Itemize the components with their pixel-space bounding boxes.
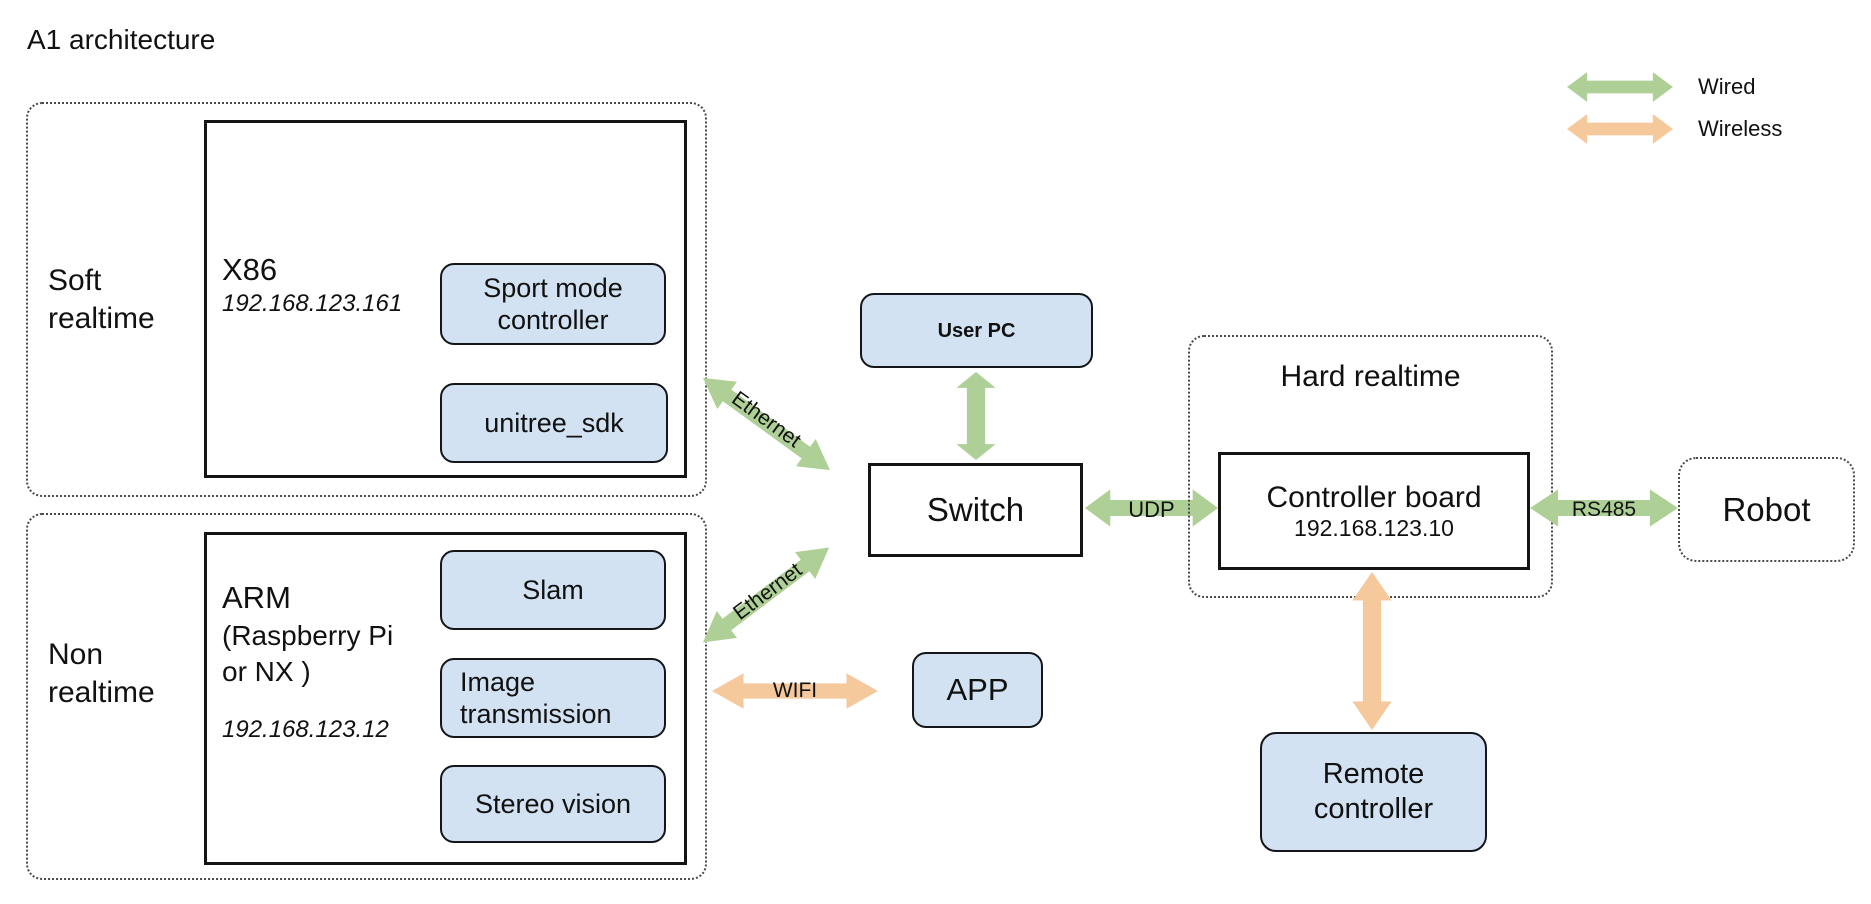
ethernet-top-arrow-icon	[692, 363, 840, 484]
udp-label: UDP	[1128, 497, 1175, 522]
legend-wired-arrow-icon	[1567, 71, 1673, 103]
controller-board-node: Controller board 192.168.123.10	[1218, 452, 1530, 570]
page-title: A1 architecture	[27, 24, 216, 55]
robot-node: Robot	[1678, 457, 1855, 562]
arm-detail-line2: or NX )	[222, 656, 311, 687]
ethernet-bottom-arrow-icon	[692, 533, 840, 657]
udp-arrow-icon	[1085, 488, 1218, 528]
user-pc-switch-arrow-icon	[955, 372, 997, 460]
module-slam: Slam	[440, 550, 666, 630]
non-realtime-label: Non realtime	[48, 638, 155, 709]
legend-wireless-arrow-icon	[1567, 113, 1673, 145]
ethernet-bottom-label: Ethernet	[729, 558, 807, 625]
arm-ip: 192.168.123.12	[222, 716, 389, 743]
module-stereo-vision: Stereo vision	[440, 765, 666, 843]
controller-board-ip: 192.168.123.10	[1294, 514, 1454, 541]
remote-controller-node: Remote controller	[1260, 732, 1487, 852]
rs485-label: RS485	[1571, 498, 1637, 521]
soft-realtime-label: Soft realtime	[48, 264, 155, 335]
legend-wired-label: Wired	[1698, 74, 1756, 99]
wifi-label: WIFI	[772, 679, 818, 702]
arm-name: ARM	[222, 580, 291, 615]
wifi-arrow-icon	[712, 672, 878, 710]
module-image-transmission: Image transmission	[440, 658, 666, 738]
ethernet-top-label: Ethernet	[727, 386, 806, 453]
controller-remote-arrow-icon	[1351, 572, 1393, 730]
soft-realtime-group	[26, 102, 707, 497]
switch-node: Switch	[868, 463, 1083, 557]
module-sport-mode-controller: Sport mode controller	[440, 263, 666, 345]
legend-wireless-label: Wireless	[1698, 116, 1783, 141]
app-node: APP	[912, 652, 1043, 728]
rs485-arrow-icon	[1530, 488, 1678, 528]
non-realtime-group	[26, 513, 707, 880]
module-unitree-sdk: unitree_sdk	[440, 383, 668, 463]
user-pc-node: User PC	[860, 293, 1093, 368]
x86-ip: 192.168.123.161	[222, 290, 403, 317]
hard-realtime-label: Hard realtime	[1280, 360, 1461, 393]
x86-name: X86	[222, 252, 278, 287]
controller-board-name: Controller board	[1266, 480, 1482, 514]
arm-detail-line1: (Raspberry Pi	[222, 620, 394, 651]
